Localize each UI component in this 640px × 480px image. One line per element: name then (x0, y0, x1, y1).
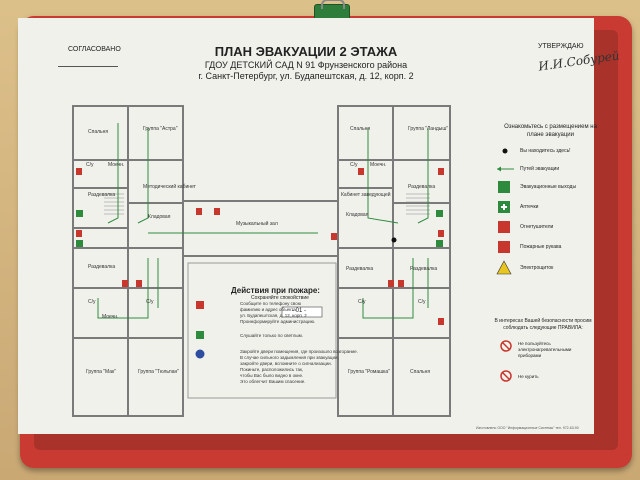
room-label: С/у (88, 299, 96, 305)
room-label: Раздевалка (346, 266, 373, 272)
you-are-here-dot-icon (502, 148, 508, 154)
evacuation-plan-sheet: СОГЛАСОВАНО УТВЕРЖДАЮ И.И.Собурей ПЛАН Э… (18, 18, 620, 434)
action-step1-line: фамилию и адрес объекта (240, 307, 296, 312)
no-smoking-icon (500, 370, 512, 382)
music-hall-wall (182, 200, 339, 257)
room-label: Раздевалка (410, 266, 437, 272)
room-label: Группа "Тюльпан" (138, 369, 179, 375)
room-label: Моечн. (108, 162, 124, 168)
room-label: С/у (146, 299, 154, 305)
action-step3-line: закройте двери, вспомните о сигнализации… (240, 361, 332, 366)
actions-title: Действия при пожаре: (231, 286, 320, 295)
floor-plan: Спальня Группа "Астра" С/у Моечн. Раздев… (72, 105, 514, 417)
room-label: Раздевалка (88, 192, 115, 198)
legend-item-label: Аптечки (520, 204, 539, 210)
manufacturer-footnote: Изготовлено ООО "Информационные Системы"… (476, 426, 579, 430)
legend-item-label: Огнетушители (520, 224, 554, 230)
room-label: Кабинет заведующей (341, 191, 391, 198)
room-label: Методический кабинет (143, 183, 197, 190)
organization-address: г. Санкт-Петербург, ул. Будапештская, д.… (198, 71, 414, 81)
room-label: С/у (358, 299, 366, 305)
room-label: Раздевалка (88, 264, 115, 270)
room-label: Группа "Ромашка" (348, 369, 390, 375)
evacuation-routes (97, 123, 429, 319)
extinguisher-markers (76, 168, 444, 325)
safety-rule: Не курить (518, 374, 539, 379)
safety-rule: Не пользуйтесь электронагревательными пр… (518, 341, 572, 358)
organization-name: ГДОУ ДЕТСКИЙ САД N 91 Фрунзенского район… (204, 60, 408, 70)
action-step3-line: В случае сильного задымления при эвакуац… (240, 355, 339, 360)
action-step3-line: чтобы Вас было видно в окне. (240, 373, 304, 378)
plan-title: ПЛАН ЭВАКУАЦИИ 2 ЭТАЖА (214, 44, 398, 59)
door-close-icon (195, 349, 205, 359)
signature-line-left (58, 66, 118, 67)
fire-phone-number: - 01 - (292, 308, 307, 314)
legend-item-label: Пожарные рукава (520, 244, 562, 250)
no-heaters-icon (500, 340, 512, 352)
action-step3-line: Покиньте, расположились так, (240, 367, 304, 372)
legend-item-label: Путей эвакуации (520, 166, 560, 172)
legend-heading: Ознакомьтесь с размещением на плане эвак… (504, 124, 597, 138)
room-label: Кладовая (148, 214, 171, 220)
action-step1-line: ул. Будапештская, д. 12, корп. 2 (240, 313, 307, 318)
phone-number-box (281, 306, 323, 318)
fire-hose-icon (498, 241, 510, 253)
actions-subtitle: Сохраняйте спокойствие (251, 295, 309, 301)
room-label: Спальня (88, 129, 108, 135)
room-label: Спальня (410, 369, 430, 375)
room-label: Кладовая (346, 212, 369, 218)
you-are-here-marker (391, 237, 397, 243)
electric-warning-icon (496, 260, 512, 275)
room-label: С/у (86, 162, 94, 168)
room-label: Раздевалка (408, 184, 435, 190)
room-label: Группа "Астра" (143, 126, 178, 132)
action-step3-line: Закройте двери помещения, где произошло … (240, 349, 358, 354)
room-label: С/у (418, 299, 426, 305)
legend-item-label: Эвакуационные выходы (520, 184, 577, 190)
room-label: Спальня (350, 126, 370, 132)
room-label: Моечн. (370, 162, 386, 168)
exit-markers (76, 210, 443, 247)
room-label: Группа "Ландыш" (408, 126, 448, 132)
listen-icon (196, 331, 204, 339)
room-label: Моечн. (102, 314, 118, 320)
actions-box (187, 262, 337, 399)
room-label: Группа "Мак" (86, 369, 116, 375)
approved-left-label: СОГЛАСОВАНО (68, 46, 121, 53)
legend-item-label: Вы находитесь здесь! (520, 148, 571, 154)
room-label: Музыкальный зал (236, 220, 278, 227)
room-label: С/у (350, 162, 358, 168)
legend-item-label: Электрощиток (520, 265, 554, 271)
phone-icon (196, 301, 204, 309)
approved-right-label: УТВЕРЖДАЮ (538, 43, 584, 50)
action-step3-line: Это облегчит Вашим спасение. (240, 379, 306, 384)
extinguisher-icon (498, 221, 510, 233)
safety-heading: В интересах Вашей безопасности просим со… (494, 318, 592, 331)
action-step2: Слушайте только по светлым. (240, 333, 303, 338)
exit-sign-icon (498, 181, 510, 193)
action-step1-line: Проинформируйте администрацию. (240, 319, 316, 324)
action-step1-line: Сообщите по телефону свою (240, 301, 302, 306)
